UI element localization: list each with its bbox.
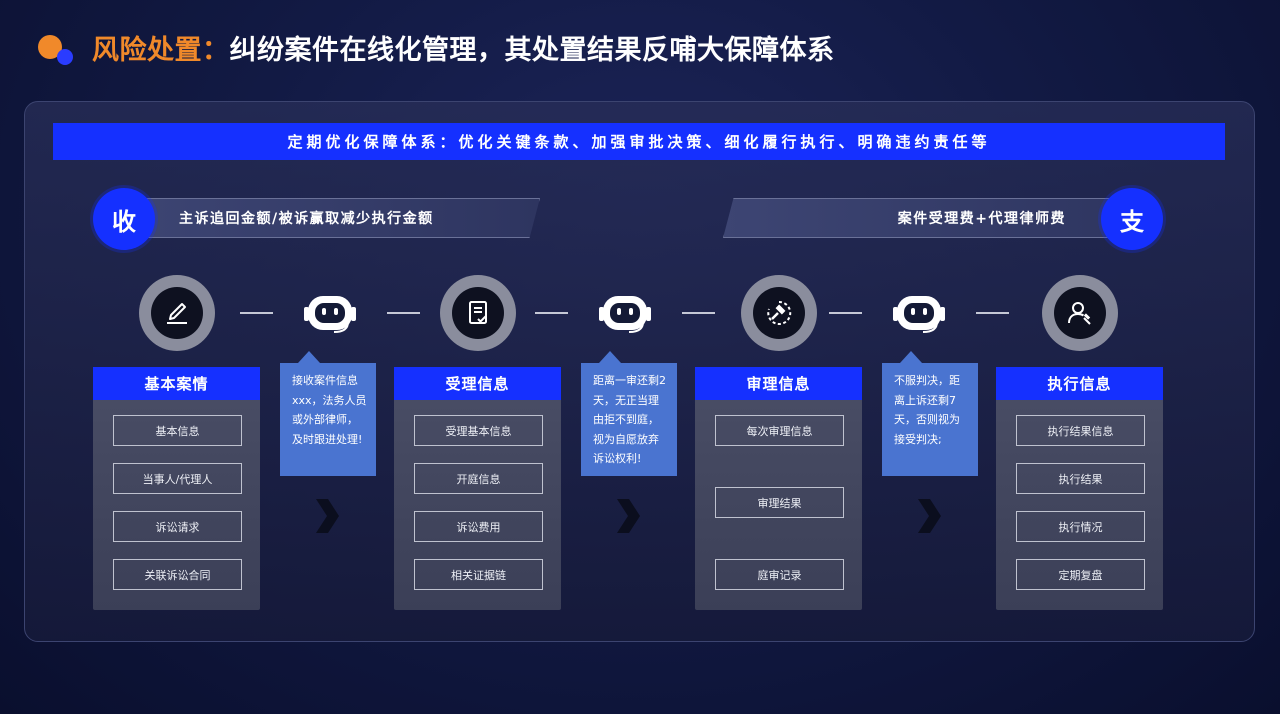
column-title: 审理信息 xyxy=(695,367,862,400)
stage-icon-trial xyxy=(741,275,817,351)
connector-dash xyxy=(976,312,1009,314)
expense-bar: 案件受理费+代理律师费 xyxy=(723,198,1143,238)
note-callout: 不服判决，距离上诉还剩7天，否则视为接受判决; xyxy=(882,351,978,476)
income-text: 主诉追回金额/被诉赢取减少执行金额 xyxy=(179,211,434,227)
connector-dash xyxy=(387,312,420,314)
column-item: 诉讼费用 xyxy=(414,511,543,542)
column-title: 基本案情 xyxy=(93,367,260,400)
column-item: 基本信息 xyxy=(113,415,242,446)
column-title: 受理信息 xyxy=(394,367,561,400)
connector-dash xyxy=(829,312,862,314)
connector-dash xyxy=(682,312,715,314)
column-item: 受理基本信息 xyxy=(414,415,543,446)
banner: 定期优化保障体系：优化关键条款、加强审批决策、细化履行执行、明确违约责任等 xyxy=(53,123,1225,160)
pen-icon xyxy=(167,303,187,324)
title-dot-blue xyxy=(57,49,73,65)
chevron-right-icon xyxy=(918,499,941,533)
note-callout: 距离一审还剩2天，无正当理由拒不到庭，视为自愿放弃诉讼权利! xyxy=(581,351,677,476)
note-callout: 接收案件信息xxx，法务人员或外部律师，及时跟进处理! xyxy=(280,351,376,476)
stage-icon-accept xyxy=(440,275,516,351)
stage-icon-execute xyxy=(1042,275,1118,351)
column-item: 诉讼请求 xyxy=(113,511,242,542)
title-rest: 纠纷案件在线化管理，其处置结果反哺大保障体系 xyxy=(229,35,835,66)
column-item: 审理结果 xyxy=(715,487,844,518)
column-item: 定期复盘 xyxy=(1016,559,1145,590)
column-trial-info: 审理信息 每次审理信息 审理结果 庭审记录 xyxy=(695,367,862,610)
robot-icon xyxy=(304,296,356,333)
column-item: 相关证据链 xyxy=(414,559,543,590)
column-basic-case: 基本案情 基本信息 当事人/代理人 诉讼请求 关联诉讼合同 xyxy=(93,367,260,610)
chevron-right-icon xyxy=(617,499,640,533)
chevron-right-icon xyxy=(316,499,339,533)
column-item: 执行结果信息 xyxy=(1016,415,1145,446)
income-badge: 收 xyxy=(93,188,155,250)
column-item: 庭审记录 xyxy=(715,559,844,590)
column-item: 执行情况 xyxy=(1016,511,1145,542)
column-item: 关联诉讼合同 xyxy=(113,559,242,590)
person-hammer-icon xyxy=(1068,302,1091,325)
title-highlight: 风险处置： xyxy=(92,35,230,66)
page-title: 风险处置：纠纷案件在线化管理，其处置结果反哺大保障体系 xyxy=(92,28,835,67)
stage-icon-case xyxy=(139,275,215,351)
column-item: 每次审理信息 xyxy=(715,415,844,446)
document-check-icon xyxy=(469,301,487,324)
robot-icon xyxy=(893,296,945,333)
expense-text: 案件受理费+代理律师费 xyxy=(897,211,1066,227)
column-execute-info: 执行信息 执行结果信息 执行结果 执行情况 定期复盘 xyxy=(996,367,1163,610)
gavel-icon xyxy=(767,300,792,325)
column-accept-info: 受理信息 受理基本信息 开庭信息 诉讼费用 相关证据链 xyxy=(394,367,561,610)
robot-icon xyxy=(599,296,651,333)
connector-dash xyxy=(535,312,568,314)
column-item: 当事人/代理人 xyxy=(113,463,242,494)
column-item: 开庭信息 xyxy=(414,463,543,494)
expense-badge: 支 xyxy=(1101,188,1163,250)
column-item: 执行结果 xyxy=(1016,463,1145,494)
connector-dash xyxy=(240,312,273,314)
income-bar: 主诉追回金额/被诉赢取减少执行金额 xyxy=(120,198,540,238)
column-title: 执行信息 xyxy=(996,367,1163,400)
